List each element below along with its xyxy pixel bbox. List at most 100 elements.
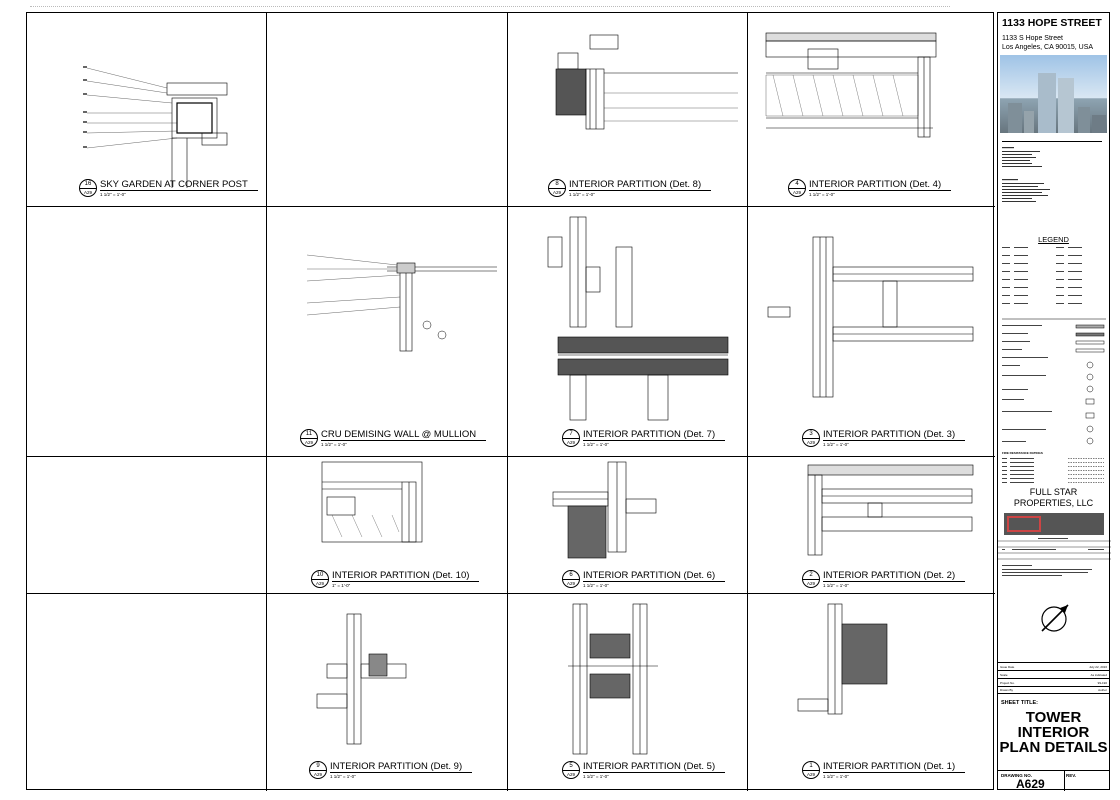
project-rendering bbox=[1000, 55, 1107, 133]
architect-logo bbox=[1004, 513, 1104, 535]
project-name: 1133 HOPE STREET bbox=[1002, 17, 1102, 29]
detail-name: INTERIOR PARTITION (Det. 6) bbox=[583, 571, 726, 582]
legend-title: LEGEND bbox=[1038, 235, 1069, 244]
detail-name: INTERIOR PARTITION (Det. 1) bbox=[823, 762, 966, 773]
detail-name: INTERIOR PARTITION (Det. 9) bbox=[330, 762, 473, 773]
detail-drawing-7 bbox=[547, 216, 729, 421]
detail-drawing-3 bbox=[767, 236, 974, 398]
fire-resistance-title: FIRE RESISTANCE RATINGS bbox=[1002, 451, 1043, 455]
owner-line-2: PROPERTIES, LLC bbox=[1013, 497, 1094, 508]
legend-table bbox=[1002, 247, 1106, 445]
detail-name: INTERIOR PARTITION (Det. 10) bbox=[332, 571, 480, 582]
detail-name: INTERIOR PARTITION (Det. 5) bbox=[583, 762, 726, 773]
detail-scale: 1 1/2" = 1'-0" bbox=[583, 442, 609, 447]
sheet-title-label: SHEET TITLE: bbox=[1001, 700, 1038, 706]
detail-drawing-4 bbox=[765, 32, 937, 138]
detail-scale: 1 1/2" = 1'-0" bbox=[583, 774, 609, 779]
empty-cell bbox=[27, 594, 267, 791]
detail-scale: 1 1/2" = 1'-0" bbox=[823, 774, 849, 779]
sheet-title-line-3: PLAN DETAILS bbox=[999, 739, 1108, 756]
empty-cell bbox=[267, 13, 508, 207]
sheet-title: TOWER INTERIOR PLAN DETAILS bbox=[998, 710, 1109, 755]
owner-name: FULL STAR PROPERTIES, LLC bbox=[998, 487, 1109, 508]
detail-name: INTERIOR PARTITION (Det. 8) bbox=[569, 180, 712, 191]
divider bbox=[1064, 771, 1065, 791]
revision-table bbox=[998, 538, 1111, 576]
detail-name: SKY GARDEN AT CORNER POST bbox=[100, 180, 258, 191]
detail-scale: 1 1/2" = 1'-0" bbox=[321, 442, 347, 447]
detail-scale: 1 1/2" = 1'-0" bbox=[583, 583, 609, 588]
detail-scale: 1 1/2" = 1'-0" bbox=[100, 192, 126, 197]
detail-scale: 1 1/2" = 1'-0" bbox=[809, 192, 835, 197]
detail-drawing-6 bbox=[552, 461, 657, 559]
detail-scale: 1" = 1'-0" bbox=[332, 583, 351, 588]
detail-name: INTERIOR PARTITION (Det. 4) bbox=[809, 180, 952, 191]
empty-cell bbox=[27, 207, 267, 457]
detail-drawing-5 bbox=[568, 603, 658, 755]
info-row-project-no: Project No.99-190 bbox=[998, 678, 1109, 686]
detail-drawing-8 bbox=[555, 34, 738, 130]
sheet-title-line-1: TOWER bbox=[1025, 709, 1082, 726]
north-arrow-icon bbox=[1041, 604, 1069, 632]
consultant-info bbox=[1002, 147, 1050, 202]
detail-drawing-1 bbox=[797, 603, 888, 715]
title-block: 1133 HOPE STREET 1133 S Hope Street Los … bbox=[997, 12, 1111, 791]
address-line-2: Los Angeles, CA 90015, USA bbox=[1002, 43, 1094, 51]
project-address: 1133 S Hope Street Los Angeles, CA 90015… bbox=[1002, 35, 1093, 52]
sheet-title-line-2: INTERIOR bbox=[1017, 724, 1090, 741]
detail-drawing-11 bbox=[306, 254, 497, 352]
rev-label: REV. bbox=[1066, 773, 1077, 778]
detail-name: INTERIOR PARTITION (Det. 2) bbox=[823, 571, 966, 582]
detail-scale: 1 1/2" = 1'-0" bbox=[330, 774, 356, 779]
drawing-number: A629 bbox=[1016, 777, 1045, 791]
divider bbox=[1002, 141, 1102, 142]
owner-line-1: FULL STAR bbox=[1029, 487, 1078, 497]
detail-name: INTERIOR PARTITION (Det. 3) bbox=[823, 430, 966, 441]
detail-drawing-16 bbox=[83, 66, 228, 188]
detail-name: CRU DEMISING WALL @ MULLION bbox=[321, 430, 487, 441]
fire-resistance-table bbox=[1002, 458, 1104, 483]
drawing-no-label: DRAWING NO. bbox=[1001, 773, 1032, 778]
detail-scale: 1 1/2" = 1'-0" bbox=[823, 583, 849, 588]
empty-cell bbox=[27, 457, 267, 594]
address-line-1: 1133 S Hope Street bbox=[1002, 35, 1063, 42]
